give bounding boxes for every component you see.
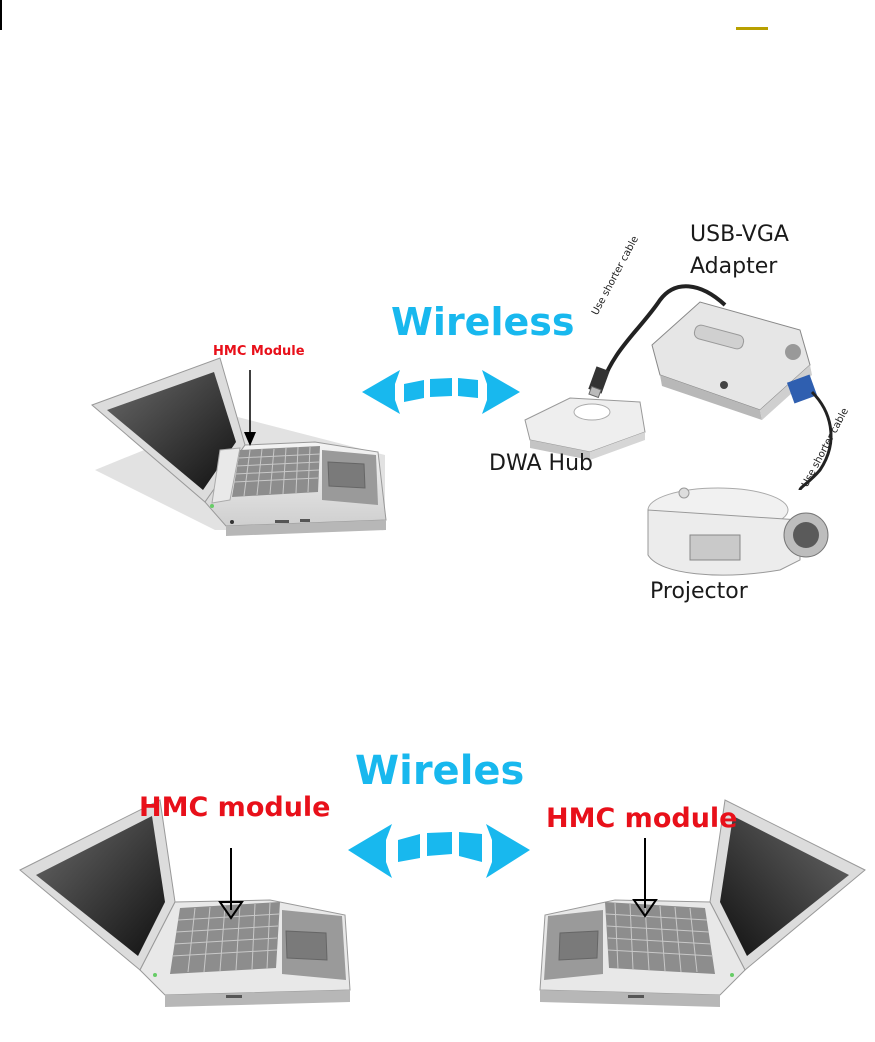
hmc-module-label-bottom-right: HMC module <box>546 803 737 834</box>
projector-label: Projector <box>650 579 748 604</box>
hmc-module-label-bottom-left: HMC module <box>139 792 330 823</box>
projector-icon <box>0 0 875 620</box>
wireless-double-arrow-bottom <box>0 620 875 1042</box>
wireless-label-bottom: Wireles <box>355 748 524 794</box>
bottom-diagram: Wireles HMC module HMC module <box>0 620 875 1042</box>
top-diagram: HMC Module Wireless DWA Hub U <box>0 0 875 620</box>
